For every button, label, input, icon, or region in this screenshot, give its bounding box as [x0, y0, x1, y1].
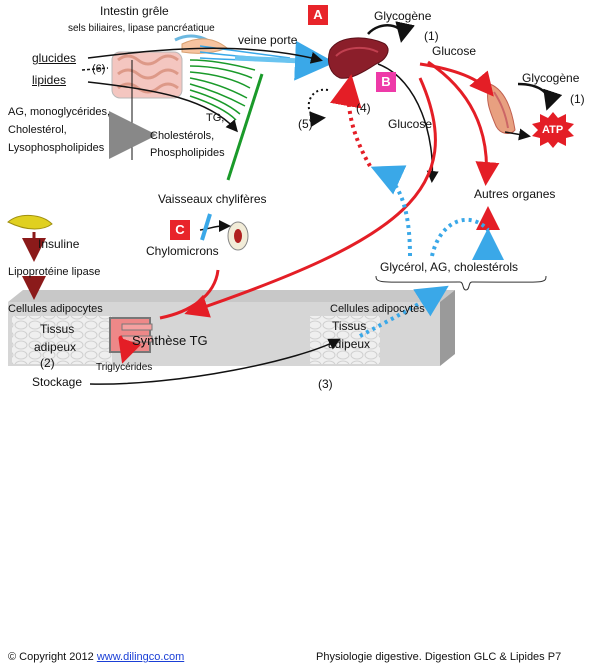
copyright-text: © Copyright 2012	[8, 651, 97, 663]
autres-organes-label: Autres organes	[474, 187, 556, 201]
synthese-label: Synthèse TG	[132, 333, 208, 348]
glycogene-muscle-label: Glycogène	[522, 71, 580, 85]
glycerol-brace	[375, 275, 547, 291]
step3-label: (3)	[318, 377, 333, 391]
tissus-right-line1: Tissus	[332, 319, 367, 333]
chylomicrons-label: Chylomicrons	[146, 244, 219, 258]
atp-label: ATP	[542, 124, 564, 136]
insulin-icon	[7, 215, 53, 230]
lipides-label: lipides	[32, 73, 67, 87]
lymph-node-icon	[227, 221, 249, 251]
intestine-icon	[111, 34, 216, 99]
insuline-label: Insuline	[38, 237, 80, 251]
step5-label: (5)	[298, 117, 313, 131]
ag-mono-line3: Lysophospholipides	[8, 142, 105, 154]
liver-icon	[327, 37, 389, 79]
red-arrows	[118, 60, 500, 364]
glycogene-liver-label: Glycogène	[374, 9, 432, 23]
blue-dashed-arrows	[359, 165, 504, 338]
tissus-left-line1: Tissus	[40, 322, 75, 336]
footer-right: Physiologie digestive. Digestion GLC & L…	[316, 651, 562, 663]
tissus-left-line2: adipeux	[34, 340, 77, 354]
glycerol-label: Glycérol, AG, cholestérols	[380, 260, 519, 274]
dotted-black-arrow	[307, 88, 329, 128]
sels-label: sels biliaires, lipase pancréatique	[68, 23, 215, 34]
tag-c: C	[170, 220, 190, 240]
stockage-label: Stockage	[32, 375, 83, 389]
cellules-right-label: Cellules adipocytes	[330, 303, 425, 315]
ag-mono-line1: AG, monoglycérides,	[8, 106, 111, 118]
triglycerides-label: Triglycérides	[96, 362, 153, 373]
veine-porte-label: veine porte	[238, 33, 298, 47]
tg-line1: TG,	[206, 112, 225, 124]
website-link[interactable]: www.dilingco.com	[96, 651, 185, 663]
step4-label: (4)	[356, 101, 371, 115]
blue-short-line	[200, 213, 212, 241]
adipose-block-icon	[8, 290, 455, 366]
glucose-mid-label: Glucose	[388, 117, 433, 131]
step1-muscle-label: (1)	[570, 92, 585, 106]
tag-b: B	[376, 72, 396, 92]
glucose-top-label: Glucose	[432, 44, 477, 58]
glucides-label: glucides	[32, 51, 77, 65]
black-arrows	[81, 21, 563, 385]
vaisseaux-label: Vaisseaux chylifères	[158, 192, 267, 206]
muscle-icon	[487, 83, 516, 134]
intestin-label: Intestin grêle	[100, 4, 169, 18]
tg-line2: Cholestérols,	[150, 130, 215, 142]
tag-a: A	[308, 5, 328, 25]
tg-line3: Phospholipides	[150, 147, 225, 159]
lipoproteine-label: Lipoprotéine lipase	[8, 266, 101, 278]
cellules-left-label: Cellules adipocytes	[8, 303, 103, 315]
dotted-red-arrow	[330, 74, 372, 167]
tissus-right-line2: adipeux	[328, 337, 371, 351]
footer-left: © Copyright 2012 www.dilingco.com	[8, 651, 184, 663]
ag-mono-line2: Cholestérol,	[8, 124, 67, 136]
step6-label: (6)	[92, 63, 106, 75]
step1-liver-label: (1)	[424, 29, 439, 43]
step2-label: (2)	[40, 356, 55, 370]
lymph-vessels	[189, 59, 264, 181]
atp-burst-icon	[532, 112, 574, 148]
